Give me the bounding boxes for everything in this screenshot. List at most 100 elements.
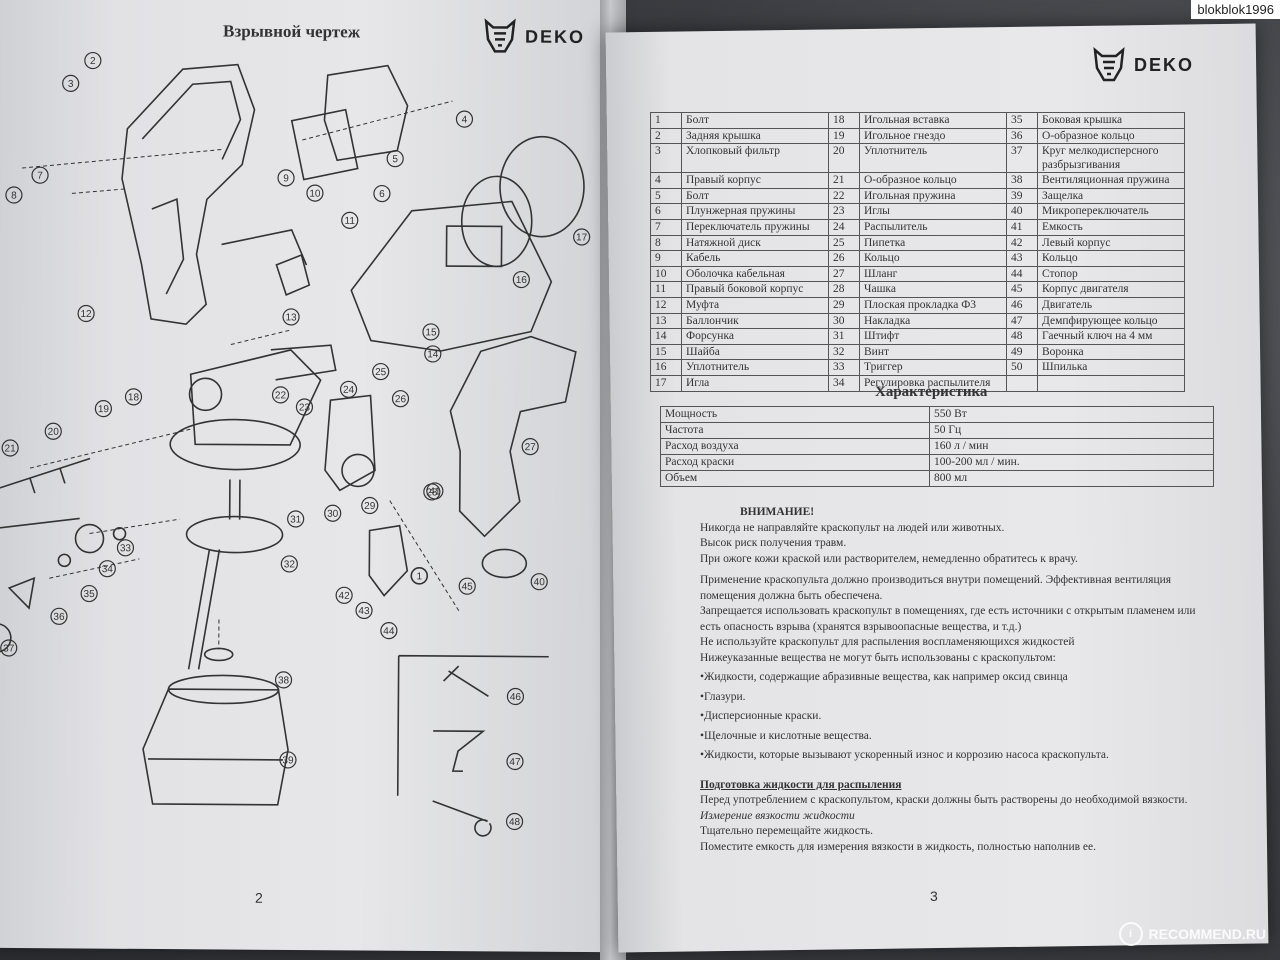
part-name: Шпилька <box>1037 359 1185 376</box>
callout-number: 19 <box>98 404 110 415</box>
callout-number: 25 <box>375 367 387 378</box>
callout-number: 18 <box>128 392 140 403</box>
part-name: Болт <box>681 187 829 205</box>
deko-logo-icon <box>481 17 519 55</box>
part-name: Емкость <box>1037 218 1185 236</box>
callout-number: 46 <box>510 692 522 703</box>
part-number: 32 <box>828 343 860 361</box>
part-name: Стопор <box>1037 265 1185 283</box>
spec-label: Расход воздуха <box>660 438 930 455</box>
callout-number: 41 <box>429 486 441 497</box>
callout-number: 8 <box>11 190 17 201</box>
part-number: 30 <box>828 312 860 330</box>
part-name: Муфта <box>681 296 829 314</box>
part-number: 21 <box>828 172 860 189</box>
warning-line: Никогда не направляйте краскопульт на лю… <box>700 521 1005 534</box>
part-number: 23 <box>828 203 860 220</box>
part-number: 45 <box>1006 281 1038 298</box>
callout-number: 45 <box>462 582 474 593</box>
part-number: 13 <box>650 312 682 330</box>
part-name: Кольцо <box>859 250 1007 267</box>
warning-line: Высок риск получения травм. <box>700 537 847 549</box>
spec-label: Мощность <box>660 406 930 423</box>
spec-value: 550 Вт <box>929 406 1214 423</box>
part-number: 7 <box>650 218 682 236</box>
bullet-item: •Щелочные и кислотные вещества. <box>700 729 872 742</box>
part-name: Винт <box>859 343 1007 361</box>
left-page: Взрывной чертеж DEKO <box>0 0 612 953</box>
part-number: 3 <box>650 143 682 174</box>
part-name: Микропереключатель <box>1037 203 1185 220</box>
section-paragraph: Перед употреблением с краскопультом, кра… <box>700 794 1188 806</box>
part-number: 18 <box>828 112 860 129</box>
part-name: Плоская прокладка Ф3 <box>859 296 1007 314</box>
callout-number: 37 <box>3 643 15 654</box>
spec-label: Объем <box>660 470 930 487</box>
callout-number: 32 <box>284 559 296 570</box>
part-number: 46 <box>1006 296 1038 314</box>
section-heading: Подготовка жидкости для распыления <box>700 778 902 791</box>
part-name: Переключатель пружины <box>681 218 829 236</box>
spec-value: 160 л / мин <box>929 438 1214 455</box>
part-number: 24 <box>828 218 860 236</box>
warning-line: При ожоге кожи краской или растворителем… <box>700 552 1078 565</box>
part-number: 14 <box>650 328 682 345</box>
part-number: 37 <box>1006 143 1038 174</box>
part-number: 6 <box>650 203 682 220</box>
part-number: 11 <box>650 281 682 298</box>
part-name: Баллончик <box>681 312 829 330</box>
part-number: 50 <box>1006 359 1038 376</box>
callout-number: 47 <box>509 757 521 768</box>
part-number: 22 <box>828 187 860 205</box>
part-number: 17 <box>650 374 682 392</box>
bullet-item: •Жидкости, которые вызывают ускоренный и… <box>700 749 1109 761</box>
part-number: 12 <box>650 296 682 314</box>
part-name: Левый корпус <box>1037 234 1185 252</box>
callout-number: 27 <box>525 442 537 453</box>
section-paragraph: Поместите емкость для измерения вязкости… <box>700 840 1097 853</box>
part-name: Кабель <box>681 250 829 267</box>
part-name: Иглы <box>859 203 1007 220</box>
logo-text: DEKO <box>1134 54 1195 75</box>
part-name: Накладка <box>859 312 1007 330</box>
part-name: Демпфирующее кольцо <box>1037 312 1185 330</box>
part-number: 16 <box>650 359 682 376</box>
callout-number: 48 <box>509 817 521 828</box>
part-name: О-образное кольцо <box>859 172 1007 189</box>
part-number: 49 <box>1006 343 1038 361</box>
callout-number: 5 <box>392 154 398 165</box>
part-name: Шайба <box>681 343 829 361</box>
callout-number: 15 <box>425 327 437 338</box>
part-name <box>1037 374 1185 392</box>
callout-number: 21 <box>5 443 17 454</box>
callout-number: 38 <box>278 675 290 686</box>
part-name: Боковая крышка <box>1037 112 1185 129</box>
brand-logo: DEKO <box>481 17 585 56</box>
bullet-item: •Жидкости, содержащие абразивные веществ… <box>700 671 1068 683</box>
characteristics-title: Характеристика <box>875 384 988 400</box>
callout-number: 22 <box>275 390 287 401</box>
part-name: Двигатель <box>1037 296 1185 314</box>
part-number: 40 <box>1006 203 1038 220</box>
page-number-right: 3 <box>930 888 938 904</box>
callout-number: 31 <box>290 514 302 525</box>
part-name: Игольная вставка <box>859 112 1007 129</box>
part-number: 28 <box>828 281 860 298</box>
part-name: Игольная пружина <box>859 187 1007 205</box>
spec-value: 800 мл <box>929 470 1214 487</box>
part-number: 34 <box>828 374 860 392</box>
part-number: 8 <box>650 234 682 252</box>
page-title: Взрывной чертеж <box>222 21 361 42</box>
part-number: 25 <box>828 234 860 252</box>
